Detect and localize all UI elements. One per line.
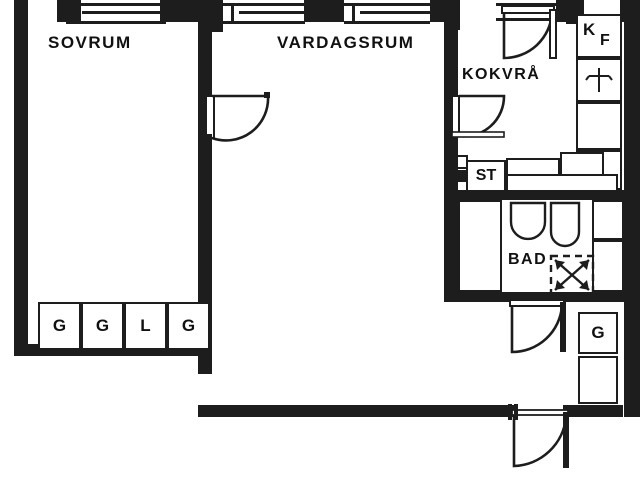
window-kitchen-frame — [496, 3, 556, 6]
closet-cell: G — [81, 302, 124, 350]
window-bedroom-frame — [66, 3, 166, 6]
room-label-kokvra: KOKVRÅ — [462, 66, 540, 84]
room-label-bad: BAD — [508, 251, 547, 269]
storage-st: ST — [466, 160, 506, 192]
storage-label: ST — [475, 167, 497, 184]
counter-seg-d — [456, 155, 468, 169]
closet-cell: G — [167, 302, 210, 350]
wall-exterior-right — [624, 0, 640, 417]
window-living-a-mull — [231, 3, 234, 24]
closet-label: G — [591, 323, 605, 342]
door-kitchen-hall — [451, 94, 506, 138]
wall-top-seg-a — [160, 0, 205, 22]
window-bedroom-glass — [82, 11, 166, 14]
door-bedroom — [205, 92, 270, 142]
closet-label: G — [95, 316, 110, 335]
bath-right-panel-lower — [592, 240, 624, 292]
wall-bath-bottom — [444, 292, 624, 302]
kitchen-stove-unit — [576, 102, 622, 150]
room-label-sovrum: SOVRUM — [48, 33, 132, 53]
washbasin-icon — [509, 201, 547, 241]
wall-top-seg-c — [304, 0, 344, 22]
window-living-b-glass — [360, 11, 430, 14]
wall-hall-bottom — [198, 405, 518, 417]
closet-cell: L — [124, 302, 167, 350]
bad-text: BAD — [508, 251, 548, 268]
wall-exterior-left — [14, 0, 28, 356]
window-living-a-frame — [223, 3, 305, 6]
fridge-freezer-unit: K F — [576, 14, 622, 58]
door-entrance — [508, 404, 569, 468]
window-living-b-sill — [344, 21, 430, 24]
closet-cell: G — [38, 302, 81, 350]
freezer-label: F — [600, 32, 610, 49]
bath-right-panel — [592, 200, 624, 240]
room-label-vardagsrum: VARDAGSRUM — [277, 33, 414, 53]
bath-left-panel — [458, 200, 502, 292]
kokvra-text: KOKVRÅ — [462, 66, 541, 83]
sink-icon — [585, 68, 613, 92]
wall-core-lower — [444, 196, 458, 302]
shower-icon — [549, 254, 595, 296]
door-kitchen-upper — [501, 5, 557, 60]
window-bedroom-sill — [66, 21, 166, 24]
closet-cell: G — [578, 312, 618, 354]
fridge-label: K — [583, 20, 596, 39]
wall-hall-bottom-right — [563, 405, 623, 417]
window-living-a-glass — [239, 11, 305, 14]
closet-label: L — [140, 316, 151, 335]
wall-st-bottom — [444, 190, 624, 200]
window-bedroom-mull — [74, 3, 77, 24]
counter-seg-c — [506, 174, 618, 192]
closet-label: G — [181, 316, 196, 335]
closet-label: G — [52, 316, 67, 335]
wall-kitchen-nook — [566, 14, 576, 24]
toilet-icon — [549, 201, 581, 248]
door-bathroom — [509, 299, 566, 354]
counter-seg-b — [560, 152, 604, 176]
sovrum-text: SOVRUM — [48, 33, 132, 52]
counter-anchor — [455, 170, 468, 182]
cupboard-right-lower — [578, 356, 618, 404]
window-living-b-mull — [352, 3, 355, 24]
vardagsrum-text: VARDAGSRUM — [277, 33, 415, 52]
window-living-a-sill — [223, 21, 305, 24]
window-living-b-frame — [344, 3, 430, 6]
window-kitchen-sill — [496, 18, 556, 21]
